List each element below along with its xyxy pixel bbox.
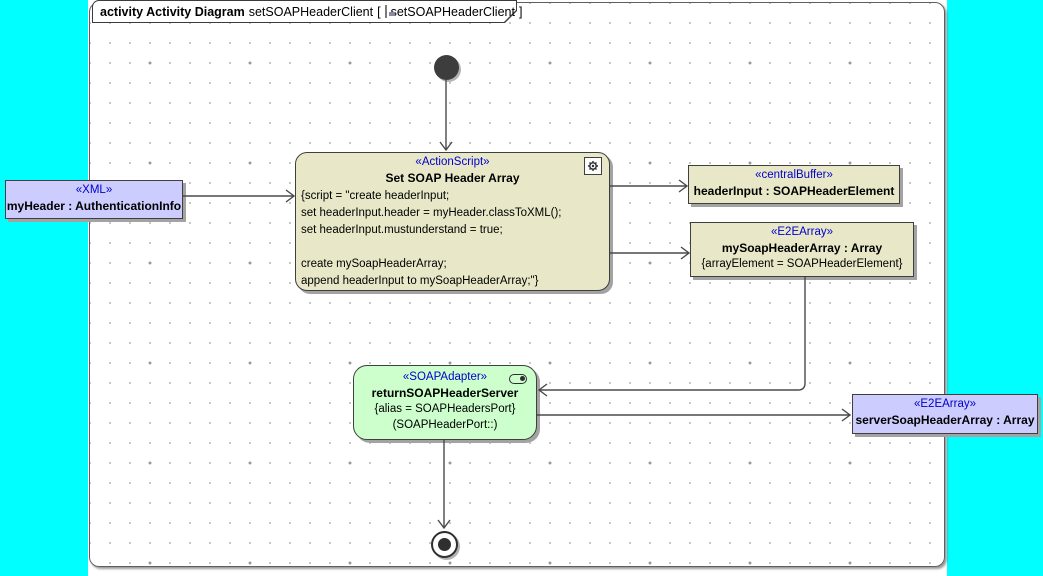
stereotype-label: «E2EArray» — [770, 226, 833, 238]
stereotype-label: «SOAPAdapter» — [402, 371, 488, 383]
object-node-myheader[interactable]: «XML» myHeader : AuthenticationInfo — [5, 180, 183, 219]
object-name: headerInput : SOAPHeaderElement — [693, 184, 895, 198]
edge-initial-to-action[interactable] — [439, 80, 453, 152]
script-line: set headerInput.header = myHeader.classT… — [301, 207, 562, 219]
frame-title-ref-name: setSOAPHeaderClient — [390, 4, 515, 19]
script-line: append headerInput to mySoapHeaderArray;… — [301, 275, 539, 287]
frame-title: activity Activity Diagram setSOAPHeaderC… — [100, 3, 522, 20]
object-name: myHeader : AuthenticationInfo — [6, 199, 182, 213]
stereotype-label: «ActionScript» — [415, 156, 490, 168]
frame-title-bracket-open: [ — [377, 4, 381, 19]
script-line: {script = "create headerInput; — [301, 190, 450, 202]
call-behavior-pill-icon — [509, 374, 527, 384]
activity-final-dot — [438, 538, 451, 551]
frame-title-name: setSOAPHeaderClient — [248, 4, 374, 19]
object-node-serversoapheaderarray[interactable]: «E2EArray» serverSoapHeaderArray : Array — [852, 394, 1038, 434]
stereotype-label: «E2EArray» — [913, 398, 976, 410]
stereotype-label: «centralBuffer» — [755, 169, 833, 181]
action-set-soap-header-array[interactable]: «ActionScript» Set SOAP Header Array {sc… — [295, 152, 610, 291]
script-line: set headerInput.mustunderstand = true; — [301, 224, 503, 236]
edge-action-to-my-array[interactable] — [610, 246, 691, 260]
constraint-label: {alias = SOAPHeadersPort} — [374, 403, 516, 415]
qualifier-label: (SOAPHeaderPort::) — [392, 419, 498, 431]
constraint-label: {arrayElement = SOAPHeaderElement} — [701, 258, 903, 270]
script-line: create mySoapHeaderArray; — [301, 258, 447, 270]
edge-xml-to-action[interactable] — [183, 189, 296, 203]
frame-title-keyword: activity Activity Diagram — [100, 4, 245, 19]
activity-final-node[interactable] — [431, 531, 458, 558]
action-script-body: {script = "create headerInput; set heade… — [296, 186, 609, 290]
frame-title-bracket-close: ] — [518, 4, 523, 19]
object-name: mySoapHeaderArray : Array — [721, 241, 883, 255]
stereotype-label: «XML» — [75, 184, 113, 196]
edge-action-to-central-buffer[interactable] — [610, 179, 689, 193]
object-node-mysoapheaderarray[interactable]: «E2EArray» mySoapHeaderArray : Array {ar… — [690, 222, 914, 277]
script-line — [301, 239, 605, 256]
script-gear-icon — [584, 157, 602, 175]
edge-my-array-to-adapter[interactable] — [537, 277, 806, 397]
edge-adapter-to-final[interactable] — [437, 440, 451, 530]
action-name: Set SOAP Header Array — [385, 171, 520, 185]
initial-node[interactable] — [434, 55, 459, 80]
edge-adapter-to-server-array[interactable] — [537, 408, 852, 422]
action-returnsoapheaderserver[interactable]: «SOAPAdapter» returnSOAPHeaderServer {al… — [353, 365, 537, 440]
object-name: serverSoapHeaderArray : Array — [855, 413, 1035, 427]
diagram-icon — [384, 5, 395, 18]
central-buffer-headerinput[interactable]: «centralBuffer» headerInput : SOAPHeader… — [688, 165, 900, 204]
frame-title-tab[interactable] — [92, 0, 517, 23]
action-name: returnSOAPHeaderServer — [371, 386, 519, 400]
